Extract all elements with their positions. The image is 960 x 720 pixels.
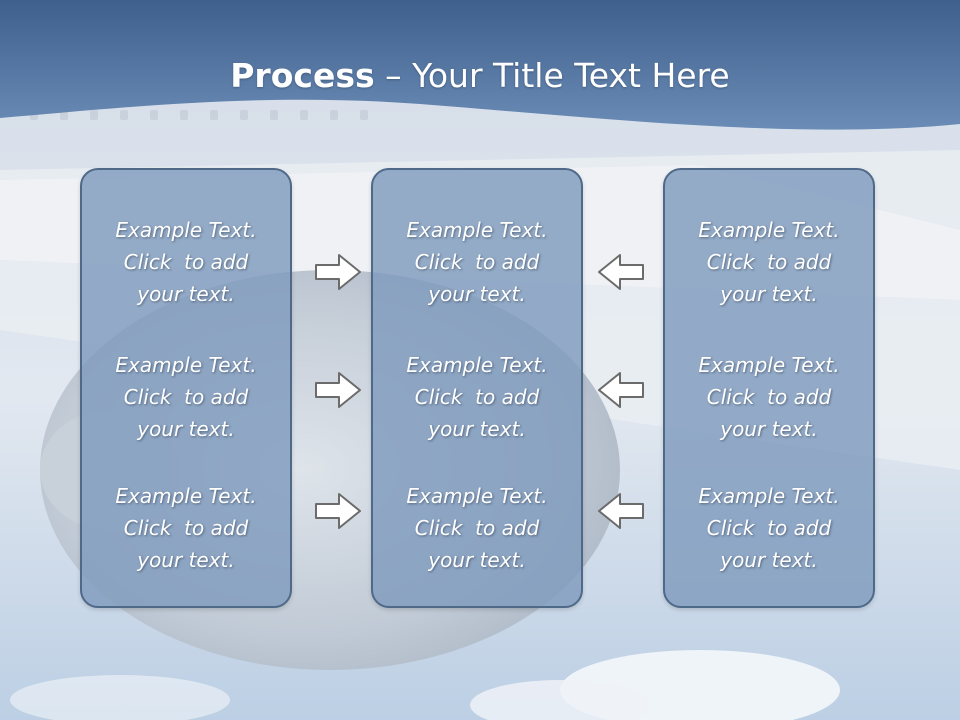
right-arrow-icon: [315, 372, 361, 408]
left-arrow-icon: [598, 372, 644, 408]
text-placeholder[interactable]: Example Text. Click to add your text.: [698, 484, 840, 572]
right-arrow-icon: [315, 254, 361, 290]
text-placeholder[interactable]: Example Text. Click to add your text.: [115, 484, 257, 572]
process-box-middle[interactable]: Example Text. Click to add your text. Ex…: [371, 168, 583, 608]
text-placeholder[interactable]: Example Text. Click to add your text.: [115, 353, 257, 441]
title-bold-text: Process: [230, 56, 375, 95]
left-arrow-icon: [598, 254, 644, 290]
text-placeholder[interactable]: Example Text. Click to add your text.: [698, 353, 840, 441]
right-arrow-icon: [315, 493, 361, 529]
process-box-right[interactable]: Example Text. Click to add your text. Ex…: [663, 168, 875, 608]
text-placeholder[interactable]: Example Text. Click to add your text.: [698, 218, 840, 306]
text-placeholder[interactable]: Example Text. Click to add your text.: [406, 353, 548, 441]
title-rest-text: – Your Title Text Here: [374, 56, 730, 95]
slide-title[interactable]: Process – Your Title Text Here: [0, 56, 960, 96]
process-box-left[interactable]: Example Text. Click to add your text. Ex…: [80, 168, 292, 608]
text-placeholder[interactable]: Example Text. Click to add your text.: [115, 218, 257, 306]
left-arrow-icon: [598, 493, 644, 529]
text-placeholder[interactable]: Example Text. Click to add your text.: [406, 484, 548, 572]
text-placeholder[interactable]: Example Text. Click to add your text.: [406, 218, 548, 306]
